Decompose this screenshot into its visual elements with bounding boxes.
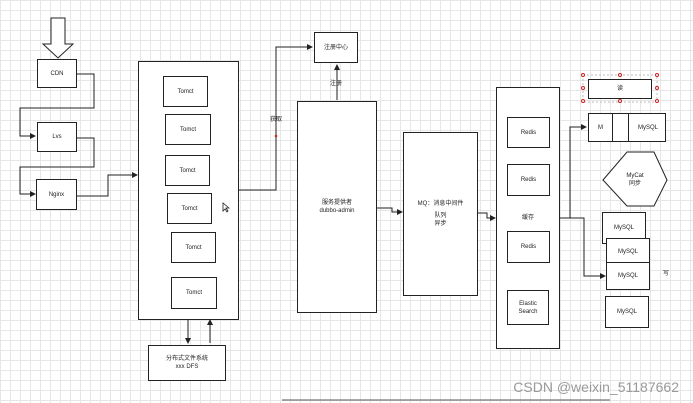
tomcat-node[interactable]: Tomct <box>165 114 211 145</box>
tomcat-node[interactable]: Tomct <box>165 155 210 186</box>
es-label-line1: Elastic <box>519 300 537 307</box>
entry-down-arrow <box>41 17 75 59</box>
mq-node[interactable]: MQ：消息中间件 队列 异步 <box>403 132 478 296</box>
tomcat-label: Tomct <box>181 205 198 212</box>
mycat-label-line1: MyCat <box>626 173 644 179</box>
edge-cdn-lvs <box>19 73 95 139</box>
mq-label-line3: 异步 <box>434 221 447 227</box>
selection-handle[interactable] <box>655 86 659 90</box>
tomcat-node[interactable]: Tomct <box>171 232 216 263</box>
mysql-label: MySQL <box>616 309 637 315</box>
redis-node[interactable]: Redis <box>507 117 550 148</box>
registry-node[interactable]: 注册中心 <box>314 32 358 63</box>
elastic-search-node[interactable]: Elastic Search <box>507 290 549 325</box>
mysql-label: MySQL <box>617 249 638 255</box>
lvs-node[interactable]: Lvs <box>37 122 77 152</box>
edge-cache-mysql-stack <box>560 217 606 279</box>
edge-cache-mysql-top <box>560 124 587 219</box>
redis-node[interactable]: Redis <box>507 164 550 196</box>
edge-tomcat-registry <box>238 44 313 191</box>
redis-label: Redis <box>520 129 537 136</box>
es-label-line2: Search <box>518 308 538 315</box>
cdn-label: CDN <box>50 70 64 77</box>
dfs-node[interactable]: 分布式文件系统 xxx DFS <box>148 345 226 381</box>
tomcat-node[interactable]: Tomct <box>171 277 217 309</box>
mouse-cursor-icon <box>222 202 230 213</box>
edge-lvs-nginx <box>19 137 95 197</box>
mysql-label: MySQL <box>617 273 638 279</box>
tomcat-label: Tomct <box>185 244 202 251</box>
mysql-master-label: M <box>598 125 603 131</box>
edge-nginx-tomcat <box>76 172 138 197</box>
nginx-node[interactable]: Nginx <box>36 179 77 210</box>
lvs-label: Lvs <box>52 134 62 140</box>
selection-handle[interactable] <box>581 73 585 77</box>
tomcat-label: Tomct <box>179 167 196 174</box>
selection-handle[interactable] <box>655 73 659 77</box>
service-label-line2: dubbo-admin <box>319 208 355 214</box>
dfs-label-line2: xxx DFS <box>175 364 199 370</box>
tomcat-node[interactable]: Tomct <box>167 193 212 224</box>
mycat-label-line2: 同步 <box>628 181 641 187</box>
edge-fetch-anchor <box>274 134 278 138</box>
redis-node[interactable]: Redis <box>507 231 550 263</box>
service-label-line1: 服务提供者 <box>321 200 352 206</box>
write-label: 写 <box>663 271 670 277</box>
mycat-hexagon <box>602 151 668 207</box>
service-provider-node[interactable]: 服务提供者 dubbo-admin <box>297 101 377 313</box>
mq-label-line2: 队列 <box>434 213 447 219</box>
tomcat-node[interactable]: Tomct <box>163 76 208 107</box>
selection-handle[interactable] <box>581 86 585 90</box>
edge-mq-cache <box>478 212 496 221</box>
redis-label: Redis <box>520 244 537 250</box>
read-label: 读 <box>616 86 623 92</box>
watermark: CSDN @weixin_51187662 <box>513 379 679 395</box>
mysql-node[interactable]: MySQL <box>605 296 649 328</box>
mysql-label: MySQL <box>613 225 634 231</box>
mysql-node[interactable]: MySQL <box>606 262 650 290</box>
edge-label-register: 注册 <box>330 81 343 87</box>
tomcat-label: Tomct <box>185 290 202 296</box>
cdn-node[interactable]: CDN <box>37 59 77 88</box>
nginx-label: Nginx <box>48 191 65 198</box>
dfs-label-line1: 分布式文件系统 <box>165 356 208 362</box>
edge-service-mq <box>377 207 403 215</box>
registry-label: 注册中心 <box>323 44 348 51</box>
read-node[interactable]: 读 <box>588 79 652 99</box>
mysql-stack-divider <box>612 113 629 142</box>
selection-handle[interactable] <box>618 99 622 103</box>
selection-handle[interactable] <box>581 99 585 103</box>
mq-label-line1: MQ：消息中间件 <box>417 201 464 207</box>
redis-label: Redis <box>520 177 537 183</box>
mycat-label: MyCat 同步 <box>612 172 658 188</box>
selection-handle[interactable] <box>655 99 659 103</box>
cache-label: 缓存 <box>521 215 534 221</box>
edge-label-fetch: 获取 <box>270 117 283 123</box>
mysql-top-label: MySQL <box>638 125 659 131</box>
tomcat-label: Tomct <box>179 126 196 133</box>
selection-handle[interactable] <box>618 73 622 77</box>
tomcat-label: Tomct <box>177 88 194 95</box>
